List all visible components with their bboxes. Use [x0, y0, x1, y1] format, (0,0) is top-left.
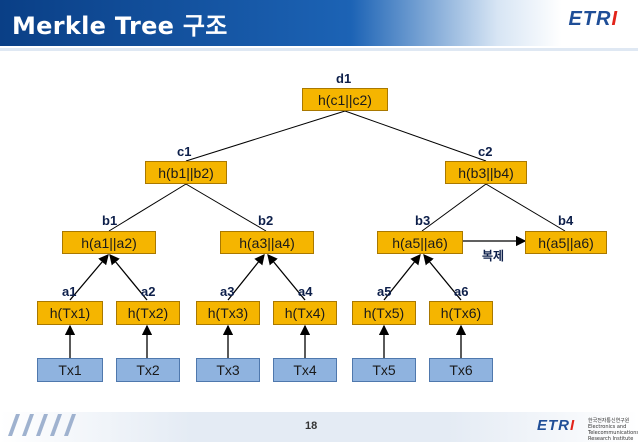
org-line-1: 한국전자통신연구원: [588, 418, 630, 424]
edge-a5-b3: [383, 253, 421, 301]
label-b2: b2: [258, 213, 274, 228]
footer: [0, 400, 638, 442]
edge-a2-b1: [109, 253, 148, 301]
label-b3: b3: [415, 213, 431, 228]
node-a3: h(Tx3): [196, 301, 260, 325]
edge-a1-b1: [69, 254, 109, 301]
edge-c1-b1: [108, 183, 187, 232]
leaf-tx6: Tx6: [429, 358, 493, 382]
node-b3: h(a5||a6): [377, 231, 463, 254]
page-number: 18: [305, 420, 318, 432]
header-bar: [0, 0, 638, 46]
label-b4: b4: [558, 213, 574, 228]
etri-logo: ETRI: [568, 8, 618, 30]
edge-a4-b2: [267, 253, 306, 301]
slide-title: Merkle Tree 구조: [12, 12, 228, 40]
leaf-tx4: Tx4: [273, 358, 337, 382]
node-a2: h(Tx2): [116, 301, 180, 325]
node-b4: h(a5||a6): [525, 231, 607, 254]
header-stripe: [0, 48, 638, 51]
node-a4: h(Tx4): [273, 301, 337, 325]
edge-c2-b4: [485, 183, 566, 232]
leaf-tx1: Tx1: [37, 358, 103, 382]
footer-decoration: [8, 414, 76, 436]
label-a6: a6: [454, 284, 469, 299]
label-a5: a5: [377, 284, 392, 299]
leaf-tx2: Tx2: [116, 358, 180, 382]
footer-org-name: 한국전자통신연구원 Electronics and Telecommunicat…: [588, 418, 638, 442]
edge-d1-c2: [344, 110, 487, 162]
node-a5: h(Tx5): [352, 301, 416, 325]
label-a1: a1: [62, 284, 77, 299]
edge-a6-b3: [423, 253, 462, 301]
label-b1: b1: [102, 213, 118, 228]
label-c2: c2: [478, 144, 493, 159]
node-c2: h(b3||b4): [445, 161, 527, 184]
node-b2: h(a3||a4): [220, 231, 314, 254]
label-c1: c1: [177, 144, 192, 159]
footer-etri-logo: ETRI: [537, 417, 576, 434]
label-a4: a4: [298, 284, 313, 299]
edge-c2-b3: [421, 183, 487, 232]
leaf-tx5: Tx5: [352, 358, 416, 382]
edge-d1-c1: [185, 110, 346, 162]
label-d1: d1: [336, 71, 352, 86]
footer-band: [0, 412, 638, 442]
node-b1: h(a1||a2): [62, 231, 156, 254]
edge-c1-b2: [185, 183, 267, 232]
org-line-3: Research Institute: [588, 436, 634, 442]
duplicate-label: 복제: [482, 249, 505, 263]
leaf-tx3: Tx3: [196, 358, 260, 382]
edge-a3-b2: [227, 253, 265, 301]
node-d1: h(c1||c2): [302, 88, 388, 111]
label-a2: a2: [141, 284, 156, 299]
node-c1: h(b1||b2): [145, 161, 227, 184]
org-line-2: Electronics and Telecommunications: [588, 424, 638, 436]
label-a3: a3: [220, 284, 235, 299]
node-a6: h(Tx6): [429, 301, 493, 325]
node-a1: h(Tx1): [37, 301, 103, 325]
